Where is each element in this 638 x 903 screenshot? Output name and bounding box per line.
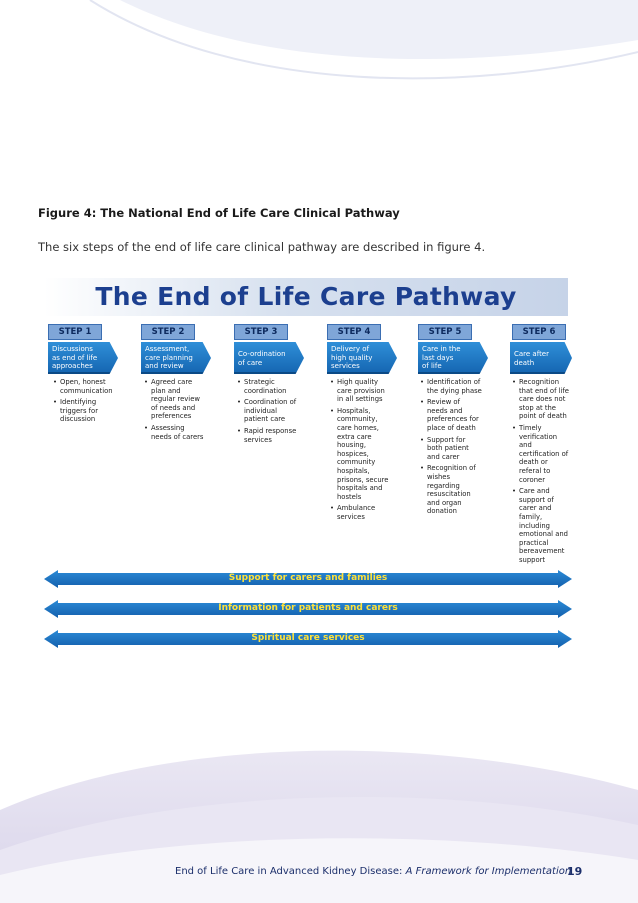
step-4-stage-arrow: Delivery of high quality services	[327, 342, 397, 374]
step-1-label: STEP 1	[48, 324, 102, 340]
step-5-stage-line: last days	[422, 353, 454, 362]
bullet-item: Open, honest communication	[53, 378, 113, 395]
bullet-item: Care and support of carer and family, in…	[512, 487, 572, 564]
bullet-item: Identification of the dying phase	[420, 378, 482, 395]
band-label: Spiritual care services	[251, 633, 365, 643]
bullet-item: Recognition of wishes regarding resuscit…	[420, 464, 482, 516]
step-4-stage-line: Delivery of	[331, 345, 370, 353]
pathway-banner: The End of Life Care Pathway	[44, 278, 568, 316]
step-1-stage-text: Discussions as end of life approaches	[52, 345, 108, 371]
bullet-item: High quality care provision in all setti…	[330, 378, 392, 404]
decorative-bottom-wave	[0, 750, 638, 903]
step-3-stage-text: Co-ordination of care	[238, 350, 294, 367]
step-5-stage-arrow: Care in the last days of life	[418, 342, 488, 374]
step-1-stage-line: Discussions	[52, 345, 93, 353]
step-6-stage-line: Care after	[514, 350, 549, 358]
step-5-stage-line: of life	[422, 362, 442, 370]
double-arrow-icon	[44, 630, 572, 648]
step-5-stage-text: Care in the last days of life	[422, 345, 478, 371]
step-2-label: STEP 2	[141, 324, 195, 340]
decorative-top-curve	[89, 0, 638, 80]
step-1-stage-line: approaches	[52, 362, 93, 370]
step-1-bullets: Open, honest communication Identifying t…	[53, 378, 113, 427]
step-3-stage-line: of care	[238, 358, 263, 367]
footer-text: End of Life Care in Advanced Kidney Dise…	[175, 866, 406, 877]
footer-italic: A Framework for Implementation	[405, 866, 572, 877]
step-5-bullets: Identification of the dying phase Review…	[420, 378, 482, 519]
step-3-bullets: Strategic coordination Coordination of i…	[237, 378, 297, 447]
step-4-label: STEP 4	[327, 324, 381, 340]
band-support-carers: Support for carers and families	[44, 570, 572, 588]
bullet-item: Timely verification and certification of…	[512, 424, 572, 484]
bullet-item: Coordination of individual patient care	[237, 398, 297, 424]
bullet-item: Support for both patient and carer	[420, 436, 482, 462]
bullet-item: Strategic coordination	[237, 378, 297, 395]
pathway-title: The End of Life Care Pathway	[95, 282, 517, 311]
bullet-item: Agreed care plan and regular review of n…	[144, 378, 204, 421]
step-6-label: STEP 6	[512, 324, 566, 340]
step-3-stage-arrow: Co-ordination of care	[234, 342, 304, 374]
page-number: 19	[567, 865, 583, 878]
step-6-bullets: Recognition that end of life care does n…	[512, 378, 572, 567]
bullet-item: Ambulance services	[330, 504, 392, 521]
step-2-stage-text: Assessment, care planning and review	[145, 345, 201, 371]
step-3-stage-line: Co-ordination	[238, 350, 286, 358]
step-4-stage-text: Delivery of high quality services	[331, 345, 387, 371]
step-1-stage-arrow: Discussions as end of life approaches	[48, 342, 118, 374]
figure-title: Figure 4: The National End of Life Care …	[38, 206, 400, 220]
band-label: Support for carers and families	[228, 573, 388, 583]
bullet-item: Rapid response services	[237, 427, 297, 444]
bullet-item: Identifying triggers for discussion	[53, 398, 109, 424]
step-3-label: STEP 3	[234, 324, 288, 340]
double-arrow-icon	[44, 570, 572, 588]
figure-description: The six steps of the end of life care cl…	[38, 240, 486, 254]
double-arrow-icon	[44, 600, 572, 618]
step-2-stage-arrow: Assessment, care planning and review	[141, 342, 211, 374]
step-6-stage-arrow: Care after death	[510, 342, 572, 374]
step-1-stage-line: as end of life	[52, 353, 98, 362]
step-2-bullets: Agreed care plan and regular review of n…	[144, 378, 204, 444]
step-5-label: STEP 5	[418, 324, 472, 340]
step-4-stage-line: services	[331, 362, 360, 370]
bullet-item: Recognition that end of life care does n…	[512, 378, 572, 421]
page-footer: End of Life Care in Advanced Kidney Dise…	[175, 866, 571, 877]
step-6-stage-line: death	[514, 358, 535, 367]
step-5-stage-line: Care in the	[422, 345, 461, 353]
step-6-stage-text: Care after death	[514, 350, 570, 367]
step-2-stage-line: care planning	[145, 353, 193, 362]
band-spiritual-care: Spiritual care services	[44, 630, 572, 648]
step-2-stage-line: Assessment,	[145, 345, 190, 353]
bullet-item: Review of needs and preferences for plac…	[420, 398, 482, 432]
bullet-item: Assessing needs of carers	[144, 424, 204, 441]
band-information-patients: Information for patients and carers	[44, 600, 572, 618]
step-4-stage-line: high quality	[331, 353, 373, 362]
step-4-bullets: High quality care provision in all setti…	[330, 378, 392, 525]
step-2-stage-line: and review	[145, 362, 184, 370]
band-label: Information for patients and carers	[218, 603, 398, 613]
bullet-item: Hospitals, community, care homes, extra …	[330, 407, 392, 502]
